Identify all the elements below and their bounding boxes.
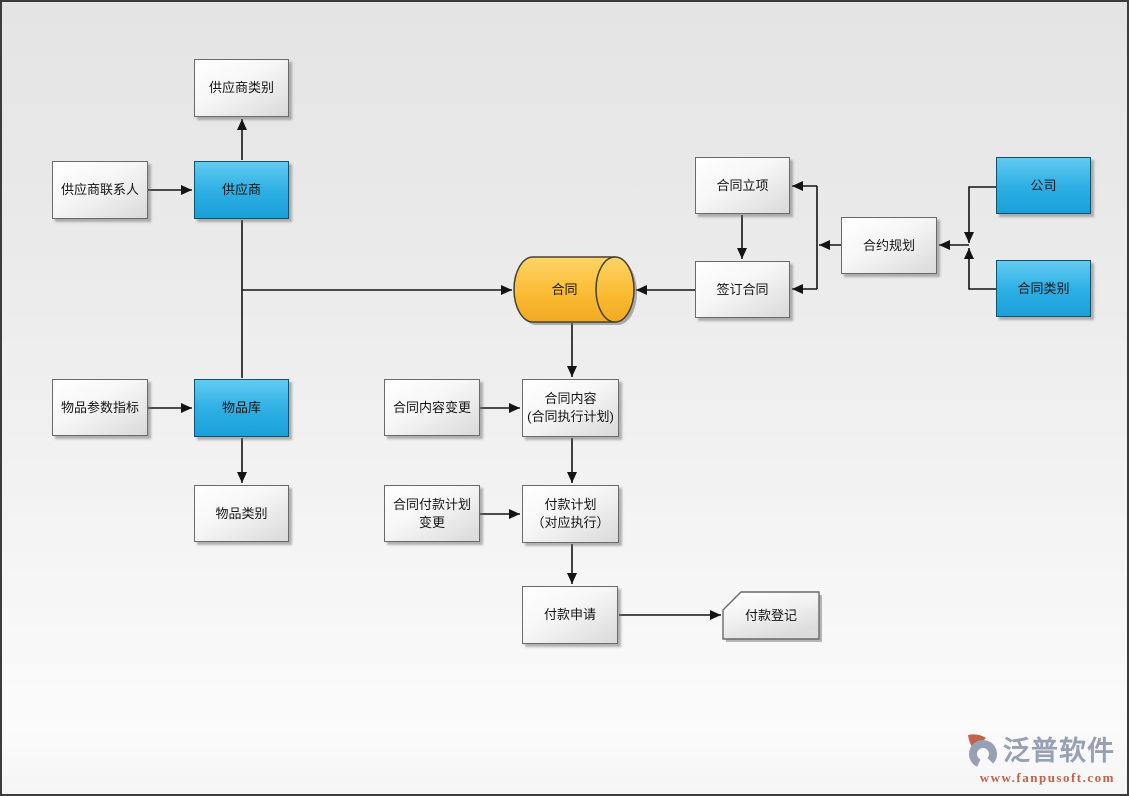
node-label: 付款申请 xyxy=(543,607,596,623)
arrow-contract-category-to-junction xyxy=(964,248,996,290)
node-label-line1: 合同付款计划 xyxy=(392,496,471,512)
node-label-line2: 变更 xyxy=(418,514,445,530)
fanpu-logo-icon xyxy=(968,734,997,768)
node-label: 物品类别 xyxy=(215,505,268,521)
node-contract-payment-plan-change: 合同付款计划 变更 xyxy=(384,485,480,542)
node-label: 签订合同 xyxy=(716,281,769,297)
node-item-params: 物品参数指标 xyxy=(52,379,148,436)
node-label-line2: （对应执行） xyxy=(531,515,610,530)
node-label: 供应商类别 xyxy=(208,80,274,96)
node-contract-content-change: 合同内容变更 xyxy=(384,379,480,436)
vendor-name: 泛普软件 xyxy=(1003,735,1115,766)
node-payment-request: 付款申请 xyxy=(522,586,618,644)
node-label: 供应商联系人 xyxy=(60,182,139,198)
node-contract-planning: 合约规划 xyxy=(841,217,937,274)
node-label: 物品参数指标 xyxy=(60,399,139,415)
node-contract-signing: 签订合同 xyxy=(695,261,790,318)
node-supplier: 供应商 xyxy=(194,161,289,219)
node-label: 合同类别 xyxy=(1017,280,1070,296)
node-label-line1: 付款计划 xyxy=(544,497,597,513)
node-label: 合同内容变更 xyxy=(392,399,471,415)
card-body xyxy=(722,591,820,640)
node-supplier-category: 供应商类别 xyxy=(194,59,289,117)
contract-db-cylinder xyxy=(513,256,637,325)
node-contract-category: 合同类别 xyxy=(996,260,1091,317)
node-item-library: 物品库 xyxy=(194,379,289,437)
node-label: 公司 xyxy=(1030,177,1057,193)
node-contract-content: 合同内容 (合同执行计划) xyxy=(522,379,619,437)
node-payment-plan: 付款计划 （对应执行） xyxy=(522,485,619,543)
vendor-url: www.fanpusoft.com xyxy=(979,770,1115,785)
node-label: 合约规划 xyxy=(862,237,915,253)
cylinder-body xyxy=(513,256,635,323)
node-label-line2: (合同执行计划) xyxy=(527,409,614,424)
vendor-watermark: 泛普软件 www.fanpusoft.com xyxy=(965,733,1115,786)
payment-registration-card xyxy=(722,591,822,642)
node-contract-initiation: 合同立项 xyxy=(695,157,790,214)
node-label: 供应商 xyxy=(221,182,261,198)
node-item-category: 物品类别 xyxy=(194,485,289,542)
node-label-line1: 合同内容 xyxy=(544,391,597,407)
arrow-company-to-junction xyxy=(964,186,996,243)
node-label: 合同立项 xyxy=(716,177,769,193)
node-company: 公司 xyxy=(996,157,1091,214)
node-label: 物品库 xyxy=(221,400,261,416)
cylinder-cap-line xyxy=(595,256,616,323)
node-supplier-contact: 供应商联系人 xyxy=(52,161,148,219)
